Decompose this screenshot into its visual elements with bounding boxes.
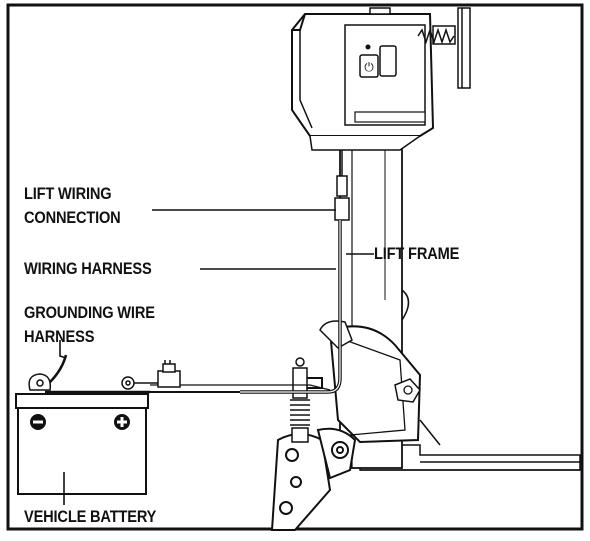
label-lift-wiring-line1: LIFT WIRING	[24, 184, 112, 203]
power-icon: ⏻	[364, 60, 374, 74]
label-lift-wiring-connection: LIFT WIRING CONNECTION	[24, 182, 121, 230]
label-lift-wiring-line2: CONNECTION	[24, 208, 121, 227]
leader-grounding-wire	[59, 340, 67, 359]
vehicle-battery	[15, 393, 149, 495]
lift-pivot-arm	[319, 320, 422, 444]
power-switch	[359, 44, 397, 78]
grounding-wire-terminal	[28, 354, 68, 391]
upper-spring-bracket	[369, 7, 471, 89]
label-wiring-harness: WIRING HARNESS	[24, 259, 152, 278]
label-vehicle-battery: VEHICLE BATTERY	[24, 507, 157, 526]
label-grounding-line1: GROUNDING WIRE	[24, 303, 155, 322]
lift-base-platform	[359, 419, 581, 471]
battery-negative-terminal	[30, 414, 46, 430]
mounting-bracket-plate	[270, 377, 357, 531]
callout-leaders	[59, 209, 374, 505]
label-grounding-line2: HARNESS	[24, 327, 95, 346]
label-grounding-wire-harness: GROUNDING WIRE HARNESS	[24, 301, 155, 349]
inline-fuse-connector	[121, 360, 181, 390]
lift-shock-spring	[290, 357, 310, 443]
label-lift-frame: LIFT FRAME	[374, 244, 460, 263]
battery-positive-terminal	[114, 414, 130, 430]
lift-control-box	[291, 13, 435, 151]
wiring-harness-cable	[45, 150, 350, 394]
